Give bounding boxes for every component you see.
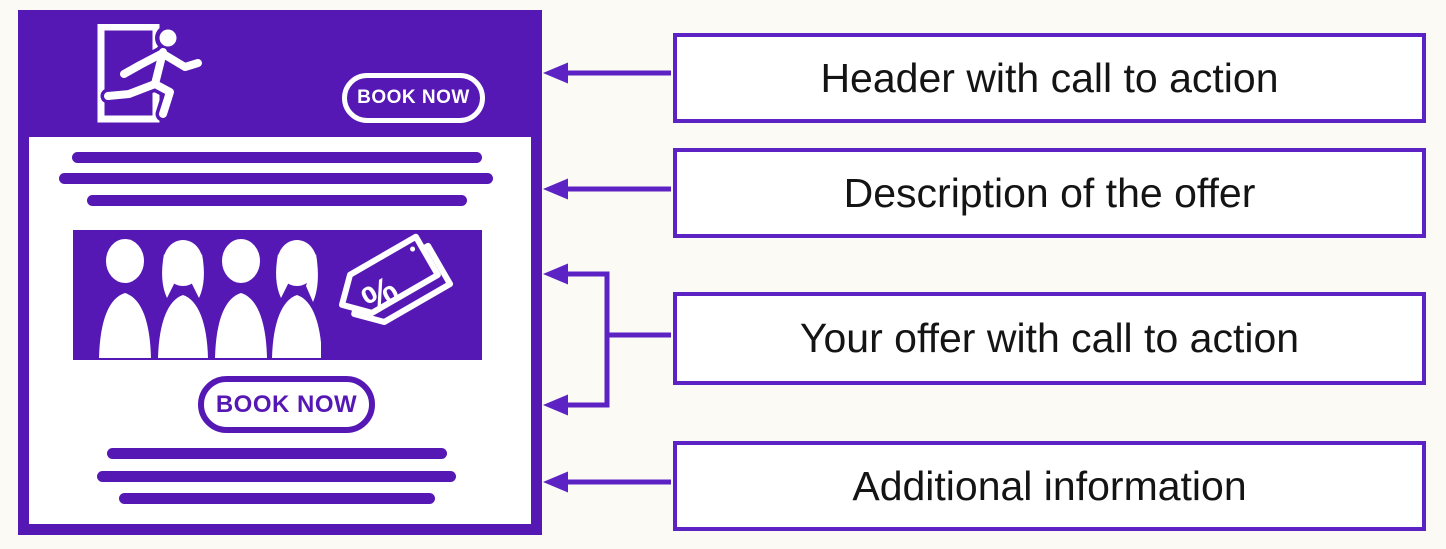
arrowhead-header	[543, 62, 568, 84]
annotation-offer-cta: Your offer with call to action	[673, 292, 1426, 385]
additional-info-line	[107, 448, 447, 459]
additional-info-line	[119, 493, 435, 504]
arrowhead-description	[543, 178, 568, 200]
exit-runner-icon	[97, 24, 203, 123]
annotation-description: Description of the offer	[673, 148, 1426, 238]
annotation-label: Your offer with call to action	[799, 315, 1300, 361]
description-line	[87, 195, 467, 206]
arrowhead-offer-top	[543, 263, 568, 285]
header-book-now-button[interactable]: BOOK NOW	[342, 73, 485, 123]
description-line	[72, 152, 482, 163]
annotation-additional-info: Additional information	[673, 441, 1426, 531]
additional-info-line	[97, 471, 456, 482]
annotation-label: Description of the offer	[843, 169, 1256, 216]
mockup-header: BOOK NOW	[29, 21, 531, 137]
offer-book-now-label: BOOK NOW	[215, 390, 358, 418]
description-line	[59, 173, 493, 184]
offer-banner: %	[73, 230, 482, 360]
annotation-label: Header with call to action	[820, 54, 1279, 101]
discount-tag-icon: %	[339, 233, 454, 325]
annotation-header-cta: Header with call to action	[673, 33, 1426, 123]
arrowhead-additional	[543, 471, 568, 493]
annotation-label: Additional information	[852, 462, 1247, 509]
email-mockup-card: BOOK NOW	[18, 10, 542, 535]
header-book-now-label: BOOK NOW	[357, 87, 470, 108]
arrowhead-offer-bottom	[543, 394, 568, 416]
people-silhouettes-icon	[99, 239, 321, 358]
offer-book-now-button[interactable]: BOOK NOW	[198, 376, 375, 433]
